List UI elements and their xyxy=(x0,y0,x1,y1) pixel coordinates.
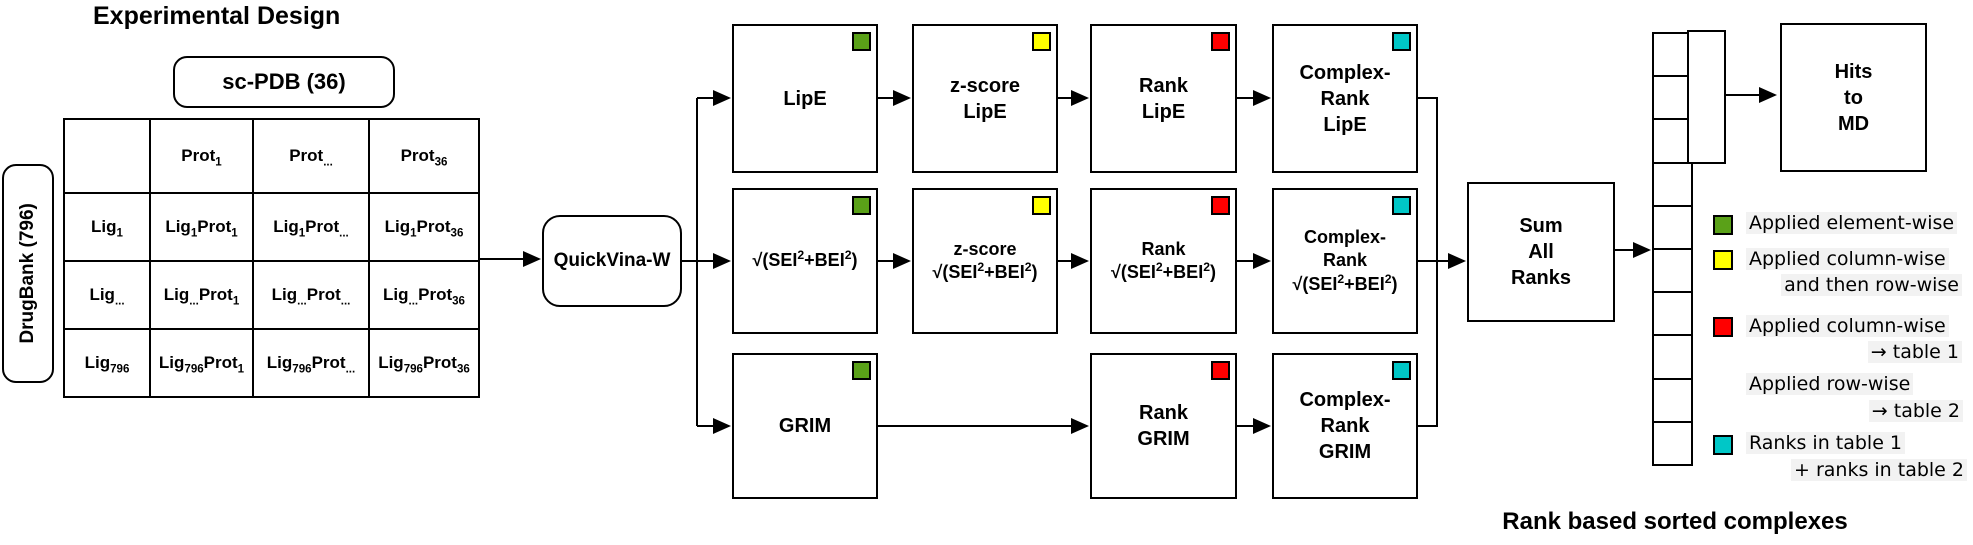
matrix-cell: Lig...Prot36 xyxy=(368,260,480,330)
matrix-cell: Lig796 xyxy=(63,328,151,398)
ligand-protein-matrix: Prot1 Prot... Prot36 Lig1 Lig1Prot1 Lig1… xyxy=(63,118,480,398)
rank-cell xyxy=(1654,34,1691,78)
marker-column-wise xyxy=(1211,196,1230,215)
marker-ranks-sum xyxy=(1392,196,1411,215)
rank-cell xyxy=(1654,120,1691,164)
marker-ranks-sum xyxy=(1392,32,1411,51)
legend-label: Applied element-wise xyxy=(1746,212,1958,234)
sorted-complexes-caption: Rank based sorted complexes xyxy=(1502,508,1848,535)
legend-label: → table 1 xyxy=(1867,341,1962,363)
box-zscore-sei: z-score√(SEI2+BEI2) xyxy=(912,188,1058,334)
page-title: Experimental Design xyxy=(93,2,341,30)
matrix-cell: Lig1Prot... xyxy=(252,192,370,262)
quickvina-box: QuickVina-W xyxy=(542,215,682,307)
legend-swatch-ranks-sum xyxy=(1713,435,1733,455)
rank-cell xyxy=(1654,250,1691,294)
matrix-cell: Lig1 xyxy=(63,192,151,262)
box-complex-rank-sei-label: Complex-Rank√(SEI2+BEI2) xyxy=(1292,226,1398,294)
rank-cell xyxy=(1654,423,1691,464)
rank-cell xyxy=(1654,77,1691,121)
rank-cell xyxy=(1654,164,1691,207)
matrix-cell: Prot... xyxy=(252,118,370,194)
legend-swatch-column-then-row xyxy=(1713,250,1733,270)
matrix-cell: Lig796Prot... xyxy=(252,328,370,398)
legend-label: + ranks in table 2 xyxy=(1790,459,1967,481)
marker-ranks-sum xyxy=(1392,361,1411,380)
marker-column-wise xyxy=(1211,361,1230,380)
matrix-cell: Lig... xyxy=(63,260,151,330)
box-lipe: LipE xyxy=(732,24,878,173)
top-hits-bracket xyxy=(1687,30,1726,164)
marker-column-then-row xyxy=(1032,32,1051,51)
matrix-cell: Lig1Prot1 xyxy=(149,192,254,262)
matrix-cell: Lig796Prot36 xyxy=(368,328,480,398)
sorted-complexes-stack xyxy=(1652,32,1693,466)
marker-element-wise xyxy=(852,32,871,51)
drugbank-label: DrugBank (796) xyxy=(16,203,38,344)
box-rank-sei-label: Rank√(SEI2+BEI2) xyxy=(1110,238,1217,282)
matrix-cell: Lig1Prot36 xyxy=(368,192,480,262)
rank-cell xyxy=(1654,207,1691,251)
matrix-cell xyxy=(63,118,151,194)
legend-swatch-element-wise xyxy=(1713,215,1733,235)
box-sei-label: √(SEI2+BEI2) xyxy=(752,248,858,271)
marker-element-wise xyxy=(852,361,871,380)
legend-label: → table 2 xyxy=(1868,400,1963,422)
rank-cell xyxy=(1654,293,1691,337)
legend-label: Applied column-wise xyxy=(1746,248,1949,270)
legend-label: and then row-wise xyxy=(1781,274,1962,296)
legend-label: Applied row-wise xyxy=(1746,373,1914,395)
drugbank-box: DrugBank (796) xyxy=(2,164,54,383)
marker-element-wise xyxy=(852,196,871,215)
scpdb-box: sc-PDB (36) xyxy=(173,56,395,108)
matrix-cell: Lig...Prot1 xyxy=(149,260,254,330)
matrix-cell: Lig...Prot... xyxy=(252,260,370,330)
matrix-cell: Prot36 xyxy=(368,118,480,194)
box-grim-label: GRIM xyxy=(778,415,832,437)
matrix-cell: Prot1 xyxy=(149,118,254,194)
box-grim: GRIM xyxy=(732,353,878,499)
matrix-cell: Lig796Prot1 xyxy=(149,328,254,398)
rank-cell xyxy=(1654,336,1691,380)
box-zscore-sei-label: z-score√(SEI2+BEI2) xyxy=(932,238,1038,282)
marker-column-wise xyxy=(1211,32,1230,51)
rank-cell xyxy=(1654,380,1691,423)
legend-label: Applied column-wise xyxy=(1746,315,1949,337)
legend-swatch-column-wise xyxy=(1713,317,1733,337)
box-rank-sei: Rank√(SEI2+BEI2) xyxy=(1090,188,1237,334)
box-lipe-label: LipE xyxy=(783,87,827,110)
marker-column-then-row xyxy=(1032,196,1051,215)
box-sei: √(SEI2+BEI2) xyxy=(732,188,878,334)
box-complex-rank-sei: Complex-Rank√(SEI2+BEI2) xyxy=(1272,188,1418,334)
legend-label: Ranks in table 1 xyxy=(1746,432,1906,454)
